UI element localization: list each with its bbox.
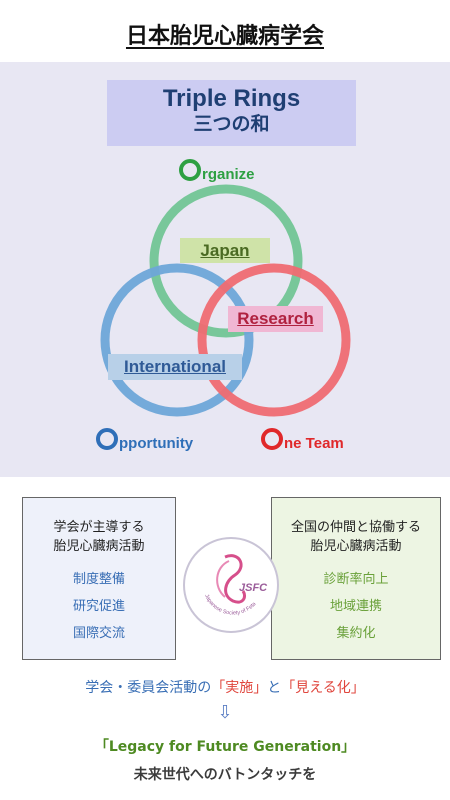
svg-text:Japanese Society of Fetal Card: Japanese Society of Fetal Cardiology (185, 539, 258, 617)
society-led-heading-line1: 学会が主導する (53, 520, 145, 535)
page-title: 日本胎児心臓病学会 (125, 24, 324, 49)
collaborative-heading: 全国の仲間と協働する 胎児心臓病活動 (272, 518, 440, 556)
list-item: 国際交流 (72, 626, 125, 641)
jsfc-logo-icon: JSFC Japanese Society of Fetal Cardiolog… (183, 535, 268, 617)
organize-label: rganize (202, 166, 255, 183)
list-item: 研究促進 (72, 599, 125, 614)
organize-o-icon (179, 159, 201, 181)
list-item: 集約化 (336, 626, 376, 641)
research-ring (197, 263, 351, 417)
down-arrow-icon: ⇩ (217, 702, 233, 723)
society-led-activities-box: 学会が主導する 胎児心臓病活動 制度整備 研究促進 国際交流 (22, 497, 176, 660)
one-team-o-icon (261, 428, 283, 450)
research-label: Research (228, 306, 323, 332)
society-led-heading: 学会が主導する 胎児心臓病活動 (23, 518, 175, 556)
list-item: 制度整備 (72, 572, 125, 587)
opportunity-label: pportunity (119, 435, 194, 452)
jsfc-text: JSFC (239, 582, 268, 594)
jsfc-subtext: Japanese Society of Fetal Cardiology (183, 535, 258, 617)
collaborative-activities-box: 全国の仲間と協働する 胎児心臓病活動 診断率向上 地域連携 集約化 (271, 497, 441, 660)
society-led-heading-line2: 胎児心臓病活動 (53, 539, 145, 554)
collaborative-heading-line2: 胎児心臓病活動 (310, 539, 402, 554)
baton-touch-slogan: 未来世代へのバトンタッチを (133, 767, 317, 783)
international-ring (100, 263, 254, 417)
triple-rings-title-box: Triple Rings 三つの和 (107, 80, 356, 146)
opportunity-o-icon (96, 428, 118, 450)
triple-rings-title: Triple Rings (162, 85, 301, 112)
japan-label: Japan (180, 238, 270, 263)
statement-part-4: 「見える化」 (281, 680, 365, 696)
statement-part-1: 学会・委員会活動の (85, 680, 212, 696)
international-label: International (108, 354, 242, 380)
one-team-label: ne Team (284, 435, 344, 452)
statement-part-3: と (267, 680, 282, 696)
jsfc-logo: JSFC Japanese Society of Fetal Cardiolog… (183, 535, 279, 633)
legacy-slogan: 「Legacy for Future Generation」 (94, 739, 356, 755)
triple-rings-subtitle: 三つの和 (193, 113, 270, 135)
list-item: 地域連携 (329, 599, 382, 614)
japan-ring (149, 184, 303, 338)
venn-diagram (100, 184, 351, 417)
list-item: 診断率向上 (323, 572, 389, 587)
statement-part-2: 「実施」 (211, 680, 268, 696)
collaborative-heading-line1: 全国の仲間と協働する (290, 520, 421, 535)
activities-statement: 学会・委員会活動の「実施」と「見える化」 (0, 677, 450, 697)
